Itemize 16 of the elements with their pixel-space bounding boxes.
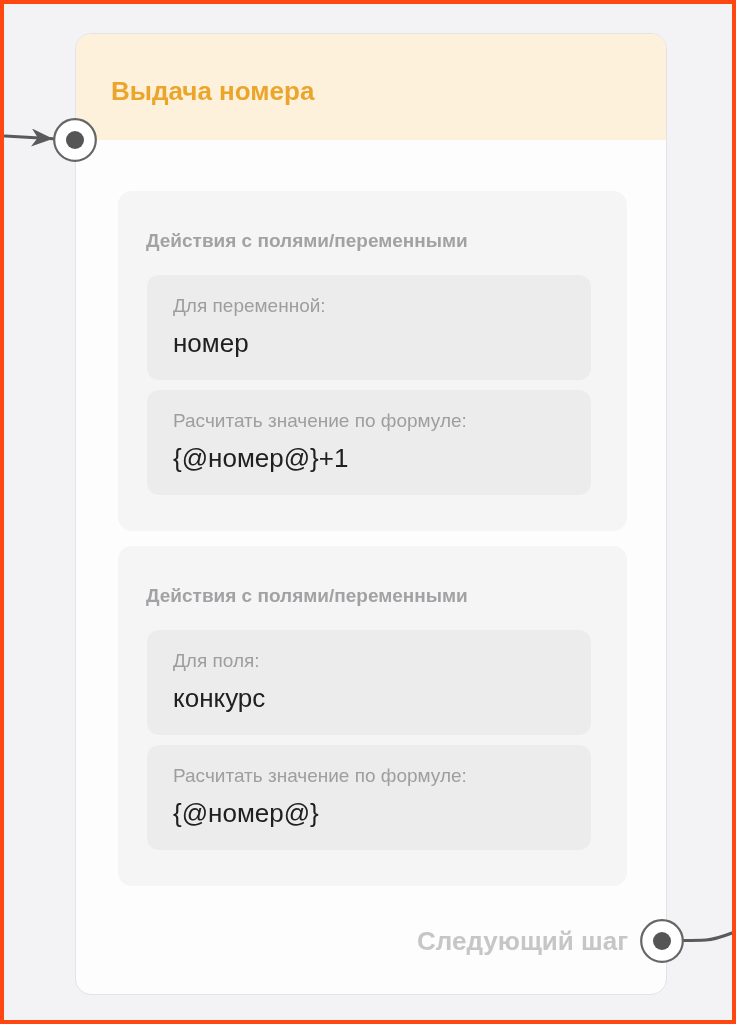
field-label: Для поля: bbox=[173, 650, 260, 672]
arrow bbox=[3, 128, 55, 147]
field-value: конкурс bbox=[173, 682, 266, 714]
field-label: Для переменной: bbox=[173, 295, 326, 317]
field-value: {@номер@}+1 bbox=[173, 442, 349, 474]
node-card bbox=[75, 33, 667, 995]
panel-heading: Действия с полями/переменными bbox=[146, 230, 468, 252]
card-title: Выдача номера bbox=[111, 76, 315, 106]
panel-heading: Действия с полями/переменными bbox=[146, 585, 468, 607]
connection-port bbox=[53, 118, 97, 162]
field-value: {@номер@} bbox=[173, 797, 319, 829]
field-label: Расчитать значение по формуле: bbox=[173, 765, 467, 787]
connection-port bbox=[640, 919, 684, 963]
field-label: Расчитать значение по формуле: bbox=[173, 410, 467, 432]
connector-line bbox=[682, 931, 734, 942]
field-value: номер bbox=[173, 327, 249, 359]
